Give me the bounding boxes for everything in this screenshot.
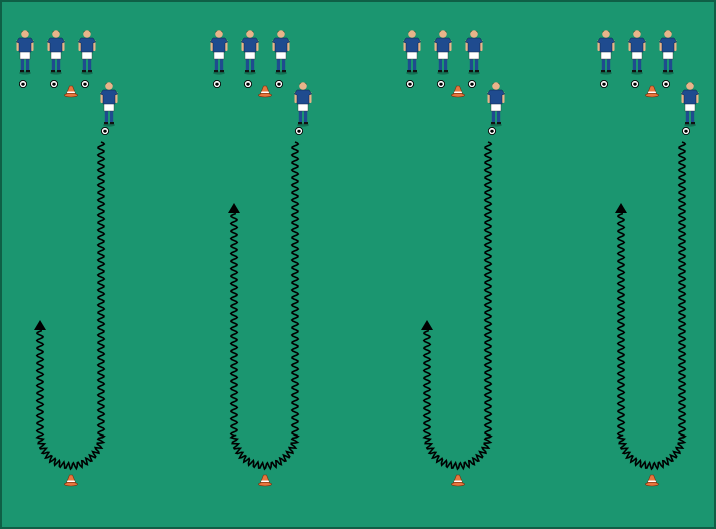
ball-icon	[600, 80, 607, 87]
ball-icon	[275, 80, 282, 87]
ball-icon	[488, 127, 495, 134]
ball-icon	[295, 127, 302, 134]
ball-icon	[437, 80, 444, 87]
ball-icon	[631, 80, 638, 87]
ball-icon	[19, 80, 26, 87]
ball-icon	[244, 80, 251, 87]
ball-icon	[682, 127, 689, 134]
ball-icon	[50, 80, 57, 87]
ball-icon	[406, 80, 413, 87]
ball-icon	[81, 80, 88, 87]
ball-icon	[468, 80, 475, 87]
ball-icon	[662, 80, 669, 87]
ball-icon	[213, 80, 220, 87]
ball-icon	[101, 127, 108, 134]
